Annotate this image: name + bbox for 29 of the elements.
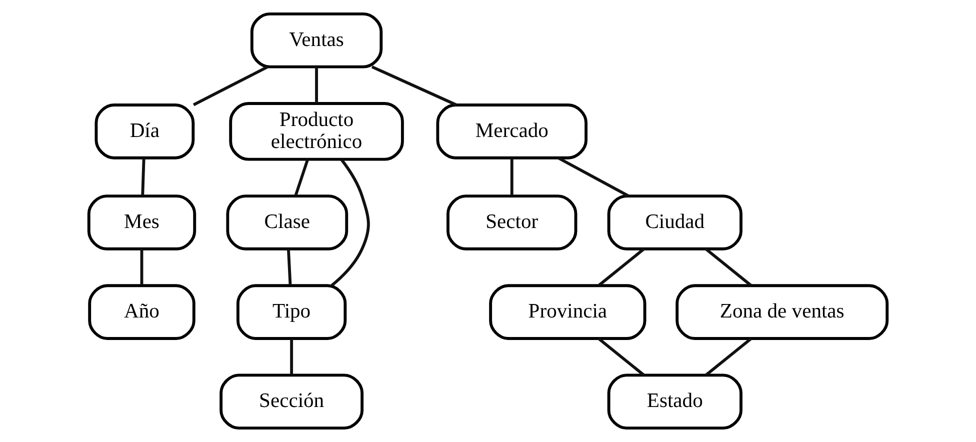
node-box: Ventas: [250, 12, 383, 68]
node-box: Sección: [220, 374, 364, 430]
node-box: Sector: [446, 194, 578, 250]
connector: [286, 248, 292, 286]
connector: [192, 66, 268, 106]
connector: [330, 158, 370, 287]
node-box: Mes: [87, 194, 196, 250]
connector: [290, 338, 294, 375]
node-box: Mercado: [436, 104, 588, 160]
connector: [557, 156, 630, 198]
node-box: Ciudad: [607, 194, 742, 250]
node-box: Producto electrónico: [229, 102, 404, 161]
connector: [704, 337, 752, 376]
connector: [141, 158, 146, 196]
connector: [315, 66, 318, 104]
node-box: Día: [94, 104, 195, 160]
connector: [598, 248, 645, 287]
connector: [510, 158, 514, 196]
node-box: Provincia: [489, 284, 646, 340]
node-box: Clase: [226, 194, 348, 250]
connector: [598, 337, 645, 376]
node-box: Estado: [607, 374, 742, 430]
connector: [294, 158, 310, 196]
connector: [371, 66, 457, 106]
node-box: Año: [88, 284, 196, 340]
connector: [704, 248, 752, 287]
node-box: Zona de ventas: [676, 284, 889, 340]
node-box: Tipo: [236, 284, 347, 340]
connector: [140, 249, 144, 286]
